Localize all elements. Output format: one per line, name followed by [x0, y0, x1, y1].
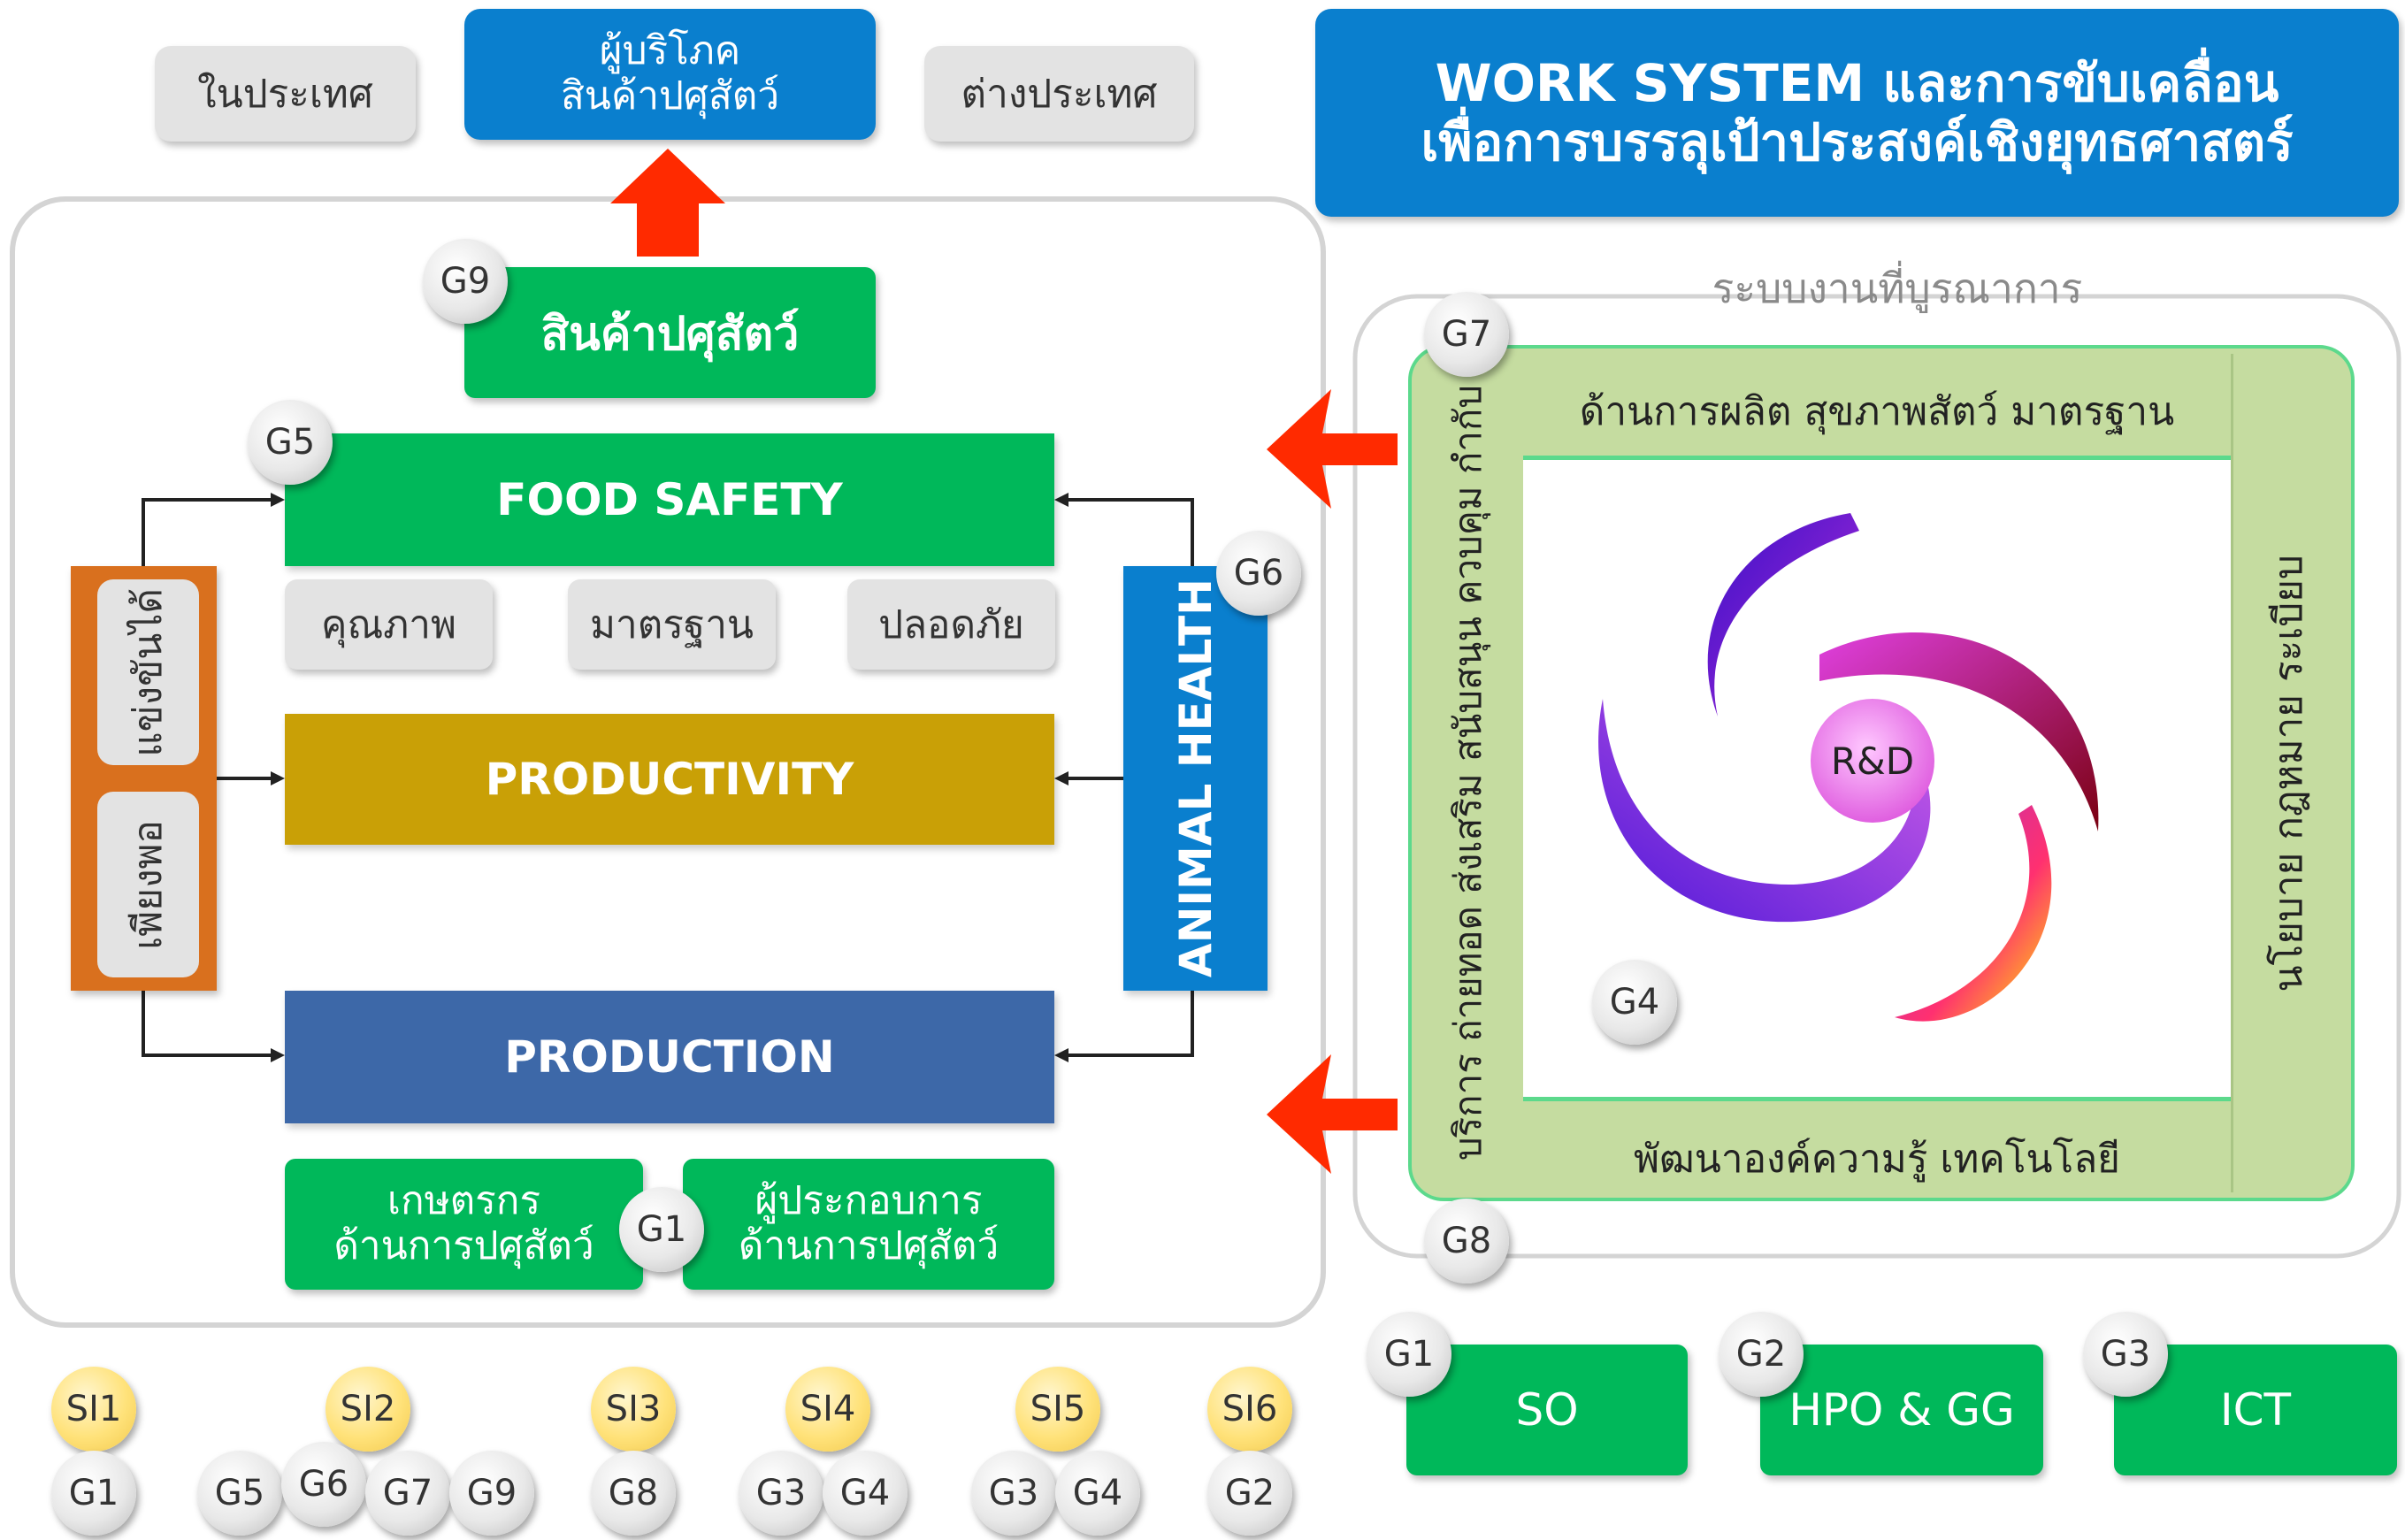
- goal-g7-badge: G7: [1424, 292, 1509, 377]
- hpo-gg-label: HPO & GG: [1788, 1384, 2015, 1436]
- left-band: บริการ ถ่ายทอด ส่งเสริม สนับสนุน ควบคุม …: [1415, 354, 1521, 1192]
- swirl-arm-2: [1819, 632, 2099, 831]
- si6-g2-badge: G2: [1207, 1451, 1292, 1536]
- main-title: WORK SYSTEM และการขับเคลื่อน เพื่อการบรร…: [1315, 9, 2399, 217]
- entrepreneur-label-2: ด้านการปศุสัตว์: [738, 1223, 1000, 1268]
- consumer-label-1: ผู้บริโภค: [599, 28, 741, 74]
- right-connectors: [1058, 498, 1194, 1057]
- si1-g1-badge: G1: [51, 1451, 136, 1536]
- livestock-product-box: สินค้าปศุสัตว์: [464, 267, 876, 398]
- si6-badge: SI6: [1207, 1367, 1292, 1452]
- domestic-label: ในประเทศ: [197, 72, 373, 117]
- si4-g4-badge: G4: [823, 1451, 908, 1536]
- quality-box: คุณภาพ: [285, 579, 493, 670]
- farmer-label-1: เกษตรกร: [387, 1178, 541, 1224]
- si2-badge: SI2: [326, 1367, 410, 1452]
- livestock-product-label: สินค้าปศุสัตว์: [540, 307, 800, 361]
- food-safety-label: FOOD SAFETY: [496, 474, 843, 525]
- production-label: PRODUCTION: [504, 1031, 835, 1083]
- right-panel-frame: [1352, 294, 2401, 1259]
- goal-g9-badge: G9: [423, 239, 508, 324]
- swirl-arm-4: [1598, 699, 1931, 923]
- foreign-box: ต่างประเทศ: [924, 46, 1194, 142]
- policy-law-label: นโยบาย กฎหมาย ระเบียบ: [2265, 554, 2311, 992]
- si4-g3-badge: G3: [739, 1451, 823, 1536]
- si2-g7-badge: G7: [365, 1451, 450, 1536]
- swirl-arm-1: [1707, 513, 1859, 716]
- production-bar: PRODUCTION: [285, 991, 1054, 1123]
- entrepreneur-label-1: ผู้ประกอบการ: [754, 1178, 983, 1224]
- arrow-left-top: [1267, 389, 1398, 509]
- integrated-system-label: ระบบงานที่บูรณาการ: [1712, 264, 2083, 312]
- animal-health-label: ANIMAL HEALTH: [1169, 578, 1222, 978]
- service-support-label: บริการ ถ่ายทอด ส่งเสริม สนับสนุน ควบคุม …: [1446, 385, 1490, 1161]
- farmer-label-2: ด้านการปศุสัตว์: [333, 1223, 594, 1268]
- animal-health-bar: ANIMAL HEALTH: [1123, 566, 1268, 991]
- consumer-label-2: สินค้าปศุสัตว์: [560, 73, 780, 119]
- title-line-1: WORK SYSTEM และการขับเคลื่อน: [1435, 52, 2279, 113]
- goal-g6-badge: G6: [1216, 531, 1301, 616]
- ict-label: ICT: [2219, 1384, 2292, 1436]
- goal-g1-badge: G1: [619, 1187, 704, 1272]
- si1-badge: SI1: [51, 1367, 136, 1452]
- right-band: นโยบาย กฎหมาย ระเบียบ: [2231, 354, 2344, 1192]
- standard-label: มาตรฐาน: [590, 602, 754, 647]
- goal-g4-badge: G4: [1592, 960, 1677, 1045]
- si3-badge: SI3: [591, 1367, 676, 1452]
- goal-g1-so-badge: G1: [1367, 1312, 1451, 1397]
- entrepreneur-box: ผู้ประกอบการ ด้านการปศุสัตว์: [683, 1159, 1054, 1290]
- goal-g5-badge: G5: [248, 400, 333, 485]
- si2-g6-badge: G6: [281, 1442, 366, 1527]
- right-arrowheads: [1054, 493, 1068, 1062]
- goal-g3-badge: G3: [2083, 1312, 2168, 1397]
- foreign-label: ต่างประเทศ: [961, 72, 1158, 117]
- rd-label: R&D: [1830, 739, 1915, 783]
- si2-g9-badge: G9: [449, 1451, 534, 1536]
- sufficient-box: เพียงพอ: [97, 792, 199, 977]
- compete-label: แข่งขันได้: [125, 587, 171, 757]
- productivity-label: PRODUCTIVITY: [485, 754, 854, 805]
- si4-badge: SI4: [785, 1367, 870, 1452]
- domestic-box: ในประเทศ: [155, 46, 416, 142]
- goal-g2-badge: G2: [1719, 1312, 1804, 1397]
- so-box: SO: [1406, 1345, 1688, 1475]
- si2-g5-badge: G5: [197, 1451, 282, 1536]
- safe-label: ปลอดภัย: [878, 602, 1024, 647]
- standard-box: มาตรฐาน: [568, 579, 776, 670]
- bottom-band: พัฒนาองค์ความรู้ เทคโนโลยี: [1523, 1115, 2231, 1203]
- hpo-gg-box: HPO & GG: [1760, 1345, 2043, 1475]
- food-safety-bar: FOOD SAFETY: [285, 433, 1054, 566]
- si5-g3-badge: G3: [971, 1451, 1056, 1536]
- si3-g8-badge: G8: [591, 1451, 676, 1536]
- title-line-2: เพื่อการบรรลุเป้าประสงค์เชิงยุทธศาสตร์: [1421, 111, 2294, 172]
- goal-g8-badge: G8: [1424, 1199, 1509, 1283]
- consumer-box: ผู้บริโภค สินค้าปศุสัตว์: [464, 9, 876, 140]
- arrow-left-bottom: [1267, 1054, 1398, 1174]
- si5-g4-badge: G4: [1055, 1451, 1140, 1536]
- si5-badge: SI5: [1015, 1367, 1100, 1452]
- knowledge-technology-label: พัฒนาองค์ความรู้ เทคโนโลยี: [1634, 1137, 2120, 1182]
- rd-swirl-graphic: [1598, 513, 2099, 1022]
- so-label: SO: [1515, 1384, 1579, 1436]
- top-band: ด้านการผลิต สุขภาพสัตว์ มาตรฐาน: [1523, 367, 2231, 456]
- sufficient-label: เพียงพอ: [125, 819, 171, 950]
- left-connectors: [142, 498, 281, 1057]
- swirl-arm-3: [1895, 805, 2052, 1022]
- safe-box: ปลอดภัย: [847, 579, 1055, 670]
- productivity-bar: PRODUCTIVITY: [285, 714, 1054, 845]
- rd-core: [1811, 699, 1934, 823]
- production-health-standard-label: ด้านการผลิต สุขภาพสัตว์ มาตรฐาน: [1579, 389, 2175, 434]
- farmer-box: เกษตรกร ด้านการปศุสัตว์: [285, 1159, 643, 1290]
- quality-label: คุณภาพ: [321, 602, 456, 647]
- compete-box: แข่งขันได้: [97, 579, 199, 765]
- arrow-up-consumer: [610, 149, 725, 257]
- left-arrowheads: [271, 493, 285, 1062]
